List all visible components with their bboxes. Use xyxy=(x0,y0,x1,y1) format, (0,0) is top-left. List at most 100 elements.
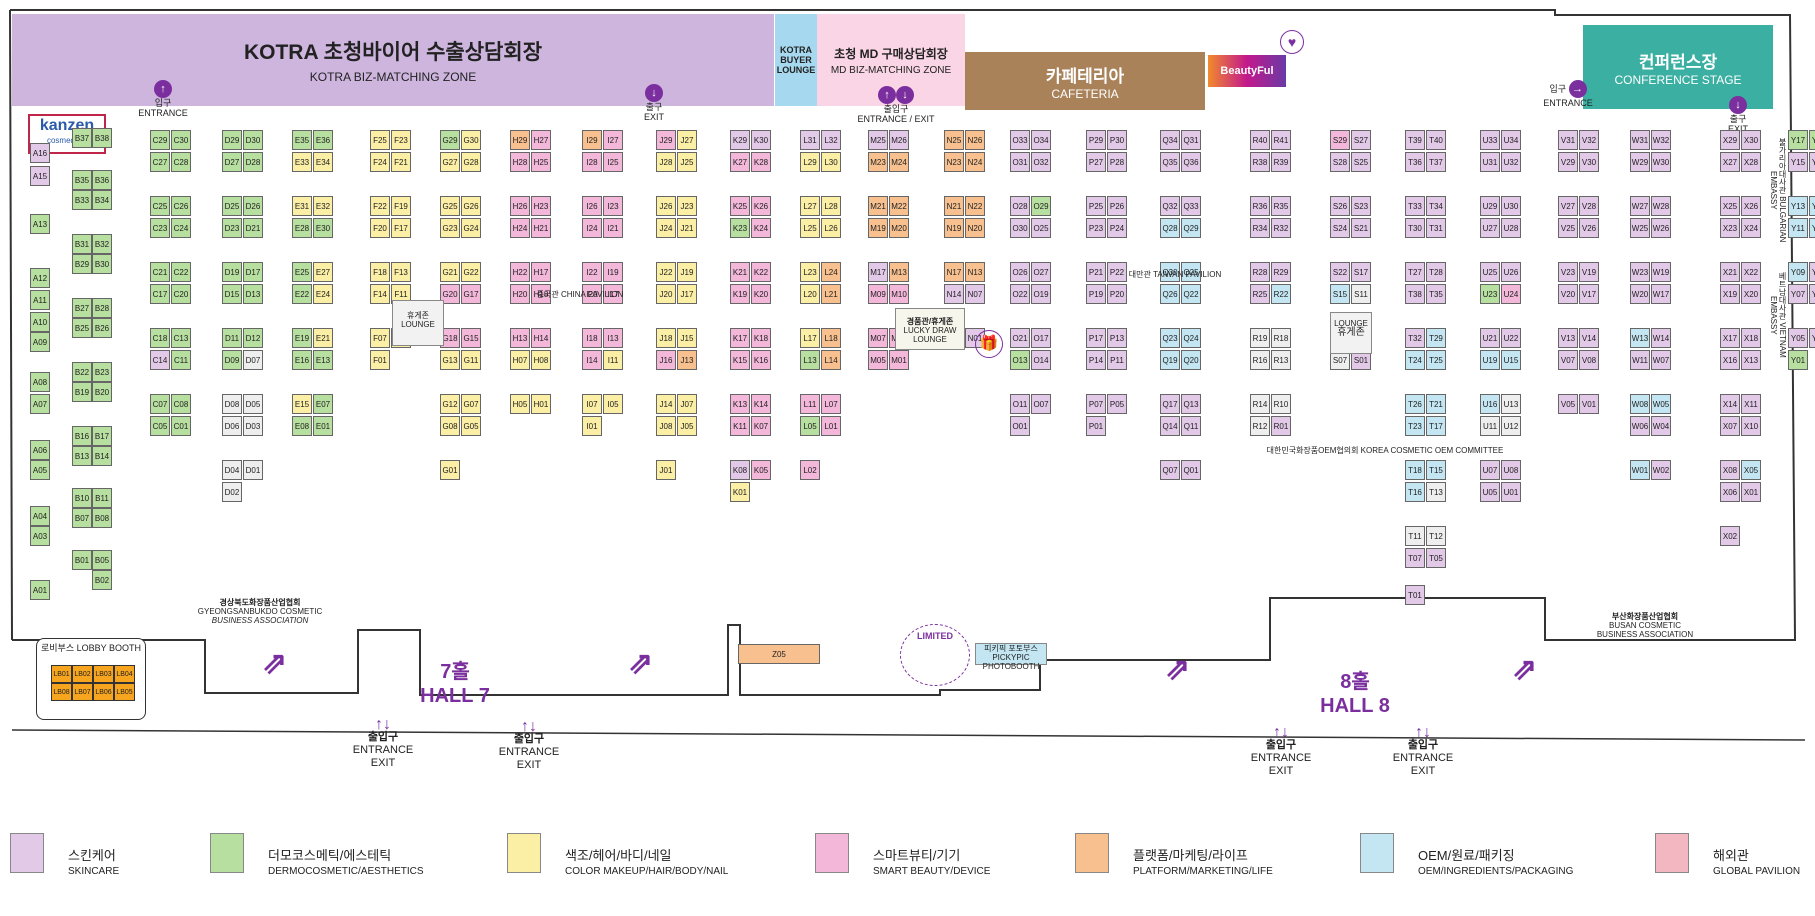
booth-s15[interactable]: S15 xyxy=(1330,284,1350,304)
booth-w01[interactable]: W01 xyxy=(1630,460,1650,480)
lobby-booth-lb05[interactable]: LB05 xyxy=(114,683,135,701)
booth-g26[interactable]: G26 xyxy=(461,196,481,216)
booth-u13[interactable]: U13 xyxy=(1501,394,1521,414)
booth-v17[interactable]: V17 xyxy=(1579,284,1599,304)
booth-c08[interactable]: C08 xyxy=(171,394,191,414)
booth-u19[interactable]: U19 xyxy=(1480,350,1500,370)
booth-q11[interactable]: Q11 xyxy=(1181,416,1201,436)
booth-d27[interactable]: D27 xyxy=(222,152,242,172)
booth-s22[interactable]: S22 xyxy=(1330,262,1350,282)
booth-p24[interactable]: P24 xyxy=(1107,218,1127,238)
booth-o33[interactable]: O33 xyxy=(1010,130,1030,150)
booth-a15[interactable]: A15 xyxy=(30,166,50,186)
booth-k16[interactable]: K16 xyxy=(751,350,771,370)
booth-w30[interactable]: W30 xyxy=(1651,152,1671,172)
booth-e08[interactable]: E08 xyxy=(292,416,312,436)
booth-m10[interactable]: M10 xyxy=(889,284,909,304)
booth-j08[interactable]: J08 xyxy=(656,416,676,436)
booth-w11[interactable]: W11 xyxy=(1630,350,1650,370)
booth-v28[interactable]: V28 xyxy=(1579,196,1599,216)
booth-l25[interactable]: L25 xyxy=(800,218,820,238)
booth-r39[interactable]: R39 xyxy=(1271,152,1291,172)
booth-v05[interactable]: V05 xyxy=(1558,394,1578,414)
booth-n25[interactable]: N25 xyxy=(944,130,964,150)
booth-j13[interactable]: J13 xyxy=(677,350,697,370)
booth-t38[interactable]: T38 xyxy=(1405,284,1425,304)
booth-e01[interactable]: E01 xyxy=(313,416,333,436)
booth-q25[interactable]: Q25 xyxy=(1181,262,1201,282)
booth-d03[interactable]: D03 xyxy=(243,416,263,436)
lobby-booth-lb02[interactable]: LB02 xyxy=(72,665,93,683)
booth-n17[interactable]: N17 xyxy=(944,262,964,282)
booth-q32[interactable]: Q32 xyxy=(1160,196,1180,216)
booth-p05[interactable]: P05 xyxy=(1107,394,1127,414)
booth-k17[interactable]: K17 xyxy=(730,328,750,348)
booth-y06[interactable]: Y06 xyxy=(1809,284,1815,304)
booth-f19[interactable]: F19 xyxy=(391,196,411,216)
booth-u29[interactable]: U29 xyxy=(1480,196,1500,216)
booth-i01[interactable]: I01 xyxy=(582,416,602,436)
booth-y03[interactable]: Y03 xyxy=(1809,328,1815,348)
booth-c05[interactable]: C05 xyxy=(150,416,170,436)
booth-x19[interactable]: X19 xyxy=(1720,284,1740,304)
booth-q33[interactable]: Q33 xyxy=(1181,196,1201,216)
booth-g08[interactable]: G08 xyxy=(440,416,460,436)
booth-b02[interactable]: B02 xyxy=(92,570,112,590)
booth-c13[interactable]: C13 xyxy=(171,328,191,348)
entrance-exit-bottom-2[interactable]: ↑↓ 출입구 ENTRANCE EXIT xyxy=(498,719,560,772)
booth-u25[interactable]: U25 xyxy=(1480,262,1500,282)
booth-y17[interactable]: Y17 xyxy=(1788,130,1808,150)
booth-w28[interactable]: W28 xyxy=(1651,196,1671,216)
booth-b19[interactable]: B19 xyxy=(72,382,92,402)
booth-b13[interactable]: B13 xyxy=(72,446,92,466)
booth-l29[interactable]: L29 xyxy=(800,152,820,172)
lobby-booth-lb08[interactable]: LB08 xyxy=(51,683,72,701)
booth-k30[interactable]: K30 xyxy=(751,130,771,150)
booth-x13[interactable]: X13 xyxy=(1741,350,1761,370)
booth-u33[interactable]: U33 xyxy=(1480,130,1500,150)
booth-n13[interactable]: N13 xyxy=(965,262,985,282)
booth-b25[interactable]: B25 xyxy=(72,318,92,338)
lobby-booth-lb01[interactable]: LB01 xyxy=(51,665,72,683)
booth-b05[interactable]: B05 xyxy=(92,550,112,570)
booth-p26[interactable]: P26 xyxy=(1107,196,1127,216)
booth-v20[interactable]: V20 xyxy=(1558,284,1578,304)
booth-e32[interactable]: E32 xyxy=(313,196,333,216)
booth-a06[interactable]: A06 xyxy=(30,440,50,460)
booth-f22[interactable]: F22 xyxy=(370,196,390,216)
booth-p22[interactable]: P22 xyxy=(1107,262,1127,282)
booth-v29[interactable]: V29 xyxy=(1558,152,1578,172)
booth-b30[interactable]: B30 xyxy=(92,254,112,274)
booth-d04[interactable]: D04 xyxy=(222,460,242,480)
booth-x20[interactable]: X20 xyxy=(1741,284,1761,304)
booth-p19[interactable]: P19 xyxy=(1086,284,1106,304)
entrance-top-right[interactable]: 입구 → ENTRANCE xyxy=(1538,80,1598,108)
booth-n26[interactable]: N26 xyxy=(965,130,985,150)
booth-k25[interactable]: K25 xyxy=(730,196,750,216)
booth-m13[interactable]: M13 xyxy=(889,262,909,282)
booth-d23[interactable]: D23 xyxy=(222,218,242,238)
booth-r16[interactable]: R16 xyxy=(1250,350,1270,370)
booth-m01[interactable]: M01 xyxy=(889,350,909,370)
booth-w27[interactable]: W27 xyxy=(1630,196,1650,216)
booth-w19[interactable]: W19 xyxy=(1651,262,1671,282)
booth-l28[interactable]: L28 xyxy=(821,196,841,216)
booth-d02[interactable]: D02 xyxy=(222,482,242,502)
entrance-exit-bottom-3[interactable]: ↑↓ 출입구 ENTRANCE EXIT xyxy=(1250,725,1312,778)
booth-k07[interactable]: K07 xyxy=(751,416,771,436)
booth-l18[interactable]: L18 xyxy=(821,328,841,348)
booth-q35[interactable]: Q35 xyxy=(1160,152,1180,172)
booth-b27[interactable]: B27 xyxy=(72,298,92,318)
booth-b26[interactable]: B26 xyxy=(92,318,112,338)
booth-g25[interactable]: G25 xyxy=(440,196,460,216)
booth-c17[interactable]: C17 xyxy=(150,284,170,304)
booth-r34[interactable]: R34 xyxy=(1250,218,1270,238)
booth-n14[interactable]: N14 xyxy=(944,284,964,304)
booth-y11[interactable]: Y11 xyxy=(1788,218,1808,238)
booth-d13[interactable]: D13 xyxy=(243,284,263,304)
booth-t32[interactable]: T32 xyxy=(1405,328,1425,348)
booth-c27[interactable]: C27 xyxy=(150,152,170,172)
lobby-booth-lb06[interactable]: LB06 xyxy=(93,683,114,701)
booth-u28[interactable]: U28 xyxy=(1501,218,1521,238)
booth-n19[interactable]: N19 xyxy=(944,218,964,238)
